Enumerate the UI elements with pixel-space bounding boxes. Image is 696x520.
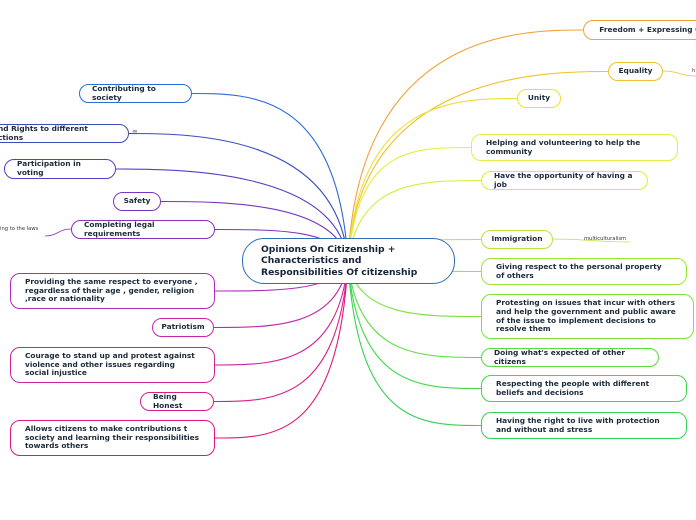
topic-label: Courage to stand up and protest against … — [25, 350, 195, 378]
topic-r7[interactable]: Giving respect to the personal property … — [481, 258, 687, 285]
topic-label: Have the opportunity of having a job — [494, 171, 633, 189]
connector-l1 — [191, 92, 349, 263]
connector-r4 — [347, 146, 472, 263]
sublabel-equality[interactable]: h — [692, 68, 696, 74]
topic-l4[interactable]: Safety — [113, 192, 161, 211]
topic-label: Providing the same respect to everyone ,… — [25, 276, 198, 304]
topic-label: Participation in voting — [17, 159, 81, 177]
topic-r6[interactable]: Immigration — [481, 230, 553, 249]
topic-r10[interactable]: Respecting the people with different bel… — [481, 375, 687, 402]
topic-label: Contributing to society — [92, 84, 156, 102]
topic-label: Immigration — [491, 234, 543, 244]
topic-r5[interactable]: Have the opportunity of having a job — [481, 171, 648, 190]
topic-l6[interactable]: Providing the same respect to everyone ,… — [10, 273, 215, 309]
topic-label: Completing legal requirements — [84, 220, 155, 238]
topic-r9[interactable]: Doing what's expected of other citizens — [481, 348, 659, 367]
connector-r9 — [347, 261, 482, 359]
sublabel-legal[interactable]: ing to the laws — [0, 226, 39, 232]
connector-l8 — [214, 261, 349, 366]
connector-r11 — [347, 261, 482, 427]
topic-label: Equality — [618, 66, 653, 76]
topic-l9[interactable]: Being Honest — [140, 392, 214, 411]
connector-l3 — [115, 168, 349, 263]
connector-r1 — [347, 29, 584, 263]
topic-l7[interactable]: Patriotism — [152, 318, 214, 337]
topic-r11[interactable]: Having the right to live with protection… — [481, 412, 687, 439]
topic-l10[interactable]: Allows citizens to make contributions t … — [10, 420, 215, 456]
connector-r2 — [347, 70, 609, 263]
connector-l10 — [214, 261, 349, 439]
topic-label: and Rights to different actions — [0, 124, 88, 142]
topic-l5[interactable]: Completing legal requirements — [71, 220, 215, 239]
connector-r3 — [347, 97, 518, 263]
topic-r3[interactable]: Unity — [517, 89, 561, 108]
topic-l2[interactable]: and Rights to different actions — [0, 124, 129, 143]
connector-sub-immigration — [552, 238, 631, 243]
central-topic[interactable]: Opinions On Citizenship + Characteristic… — [242, 238, 455, 284]
topic-label: Being Honest — [153, 392, 183, 410]
topic-label: Unity — [527, 93, 551, 103]
topic-label: Freedom + Expressing Ou — [599, 24, 696, 34]
connector-l2 — [128, 132, 349, 263]
topic-label: Helping and volunteering to help the com… — [486, 137, 641, 156]
connector-sub-legal — [44, 228, 72, 237]
topic-r2[interactable]: Equality — [608, 62, 663, 81]
central-topic-label: Opinions On Citizenship + Characteristic… — [261, 244, 418, 278]
topic-label: Allows citizens to make contributions t … — [25, 423, 200, 451]
connector-r5 — [347, 179, 482, 263]
sublabel-immigration[interactable]: multiculturalism — [584, 236, 627, 242]
topic-r1[interactable]: Freedom + Expressing Ou — [583, 20, 696, 40]
topic-label: Doing what's expected of other citizens — [494, 348, 625, 366]
topic-l3[interactable]: Participation in voting — [4, 159, 116, 179]
topic-label: Giving respect to the personal property … — [496, 261, 662, 280]
topic-l1[interactable]: Contributing to society — [79, 84, 192, 103]
topic-r8[interactable]: Protesting on issues that incur with oth… — [481, 294, 694, 339]
topic-label: Safety — [123, 196, 151, 206]
topic-label: Having the right to live with protection… — [496, 415, 660, 434]
topic-r4[interactable]: Helping and volunteering to help the com… — [471, 134, 678, 161]
connector-l9 — [213, 261, 349, 403]
connector-sub-equality — [662, 70, 696, 77]
notes-icon[interactable]: ≡ — [132, 128, 138, 136]
topic-label: Protesting on issues that incur with oth… — [496, 297, 676, 334]
topic-label: Respecting the people with different bel… — [496, 378, 650, 397]
connector-r10 — [347, 261, 482, 390]
topic-l8[interactable]: Courage to stand up and protest against … — [10, 347, 215, 383]
topic-label: Patriotism — [161, 322, 205, 332]
